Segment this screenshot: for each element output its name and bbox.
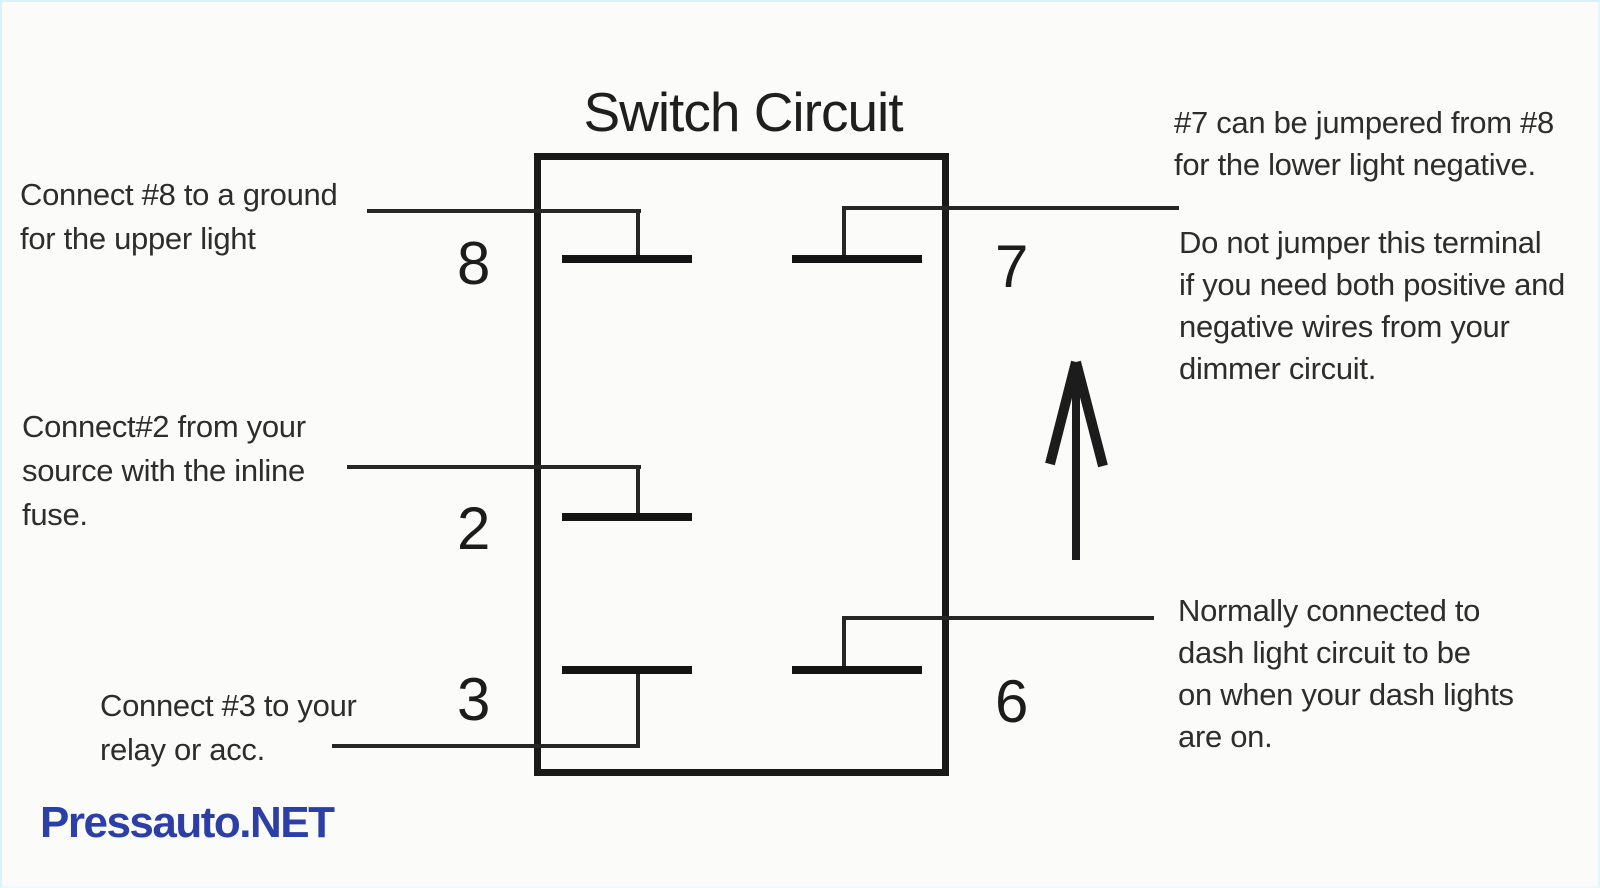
terminal2-label: 2 — [457, 495, 491, 562]
wire-terminal6-lead-vertical — [842, 618, 846, 670]
note-connect-8-ground: Connect #8 to a ground for the upper lig… — [20, 177, 338, 256]
wire-terminal7-lead-vertical — [842, 206, 846, 258]
wire-terminal7-lead-horizontal — [842, 206, 1179, 210]
note-do-not-jumper: Do not jumper this terminal if you need … — [1179, 225, 1565, 386]
note-jumper-7-from-8: #7 can be jumpered from #8 for the lower… — [1174, 105, 1554, 182]
up-arrow-icon — [1045, 360, 1108, 560]
wire-terminal8-lead-horizontal — [367, 209, 641, 213]
note-connect-3-relay: Connect #3 to your relay or acc. — [100, 688, 357, 767]
terminal3-contact-bar — [562, 666, 692, 674]
wire-terminal3-lead-horizontal — [332, 744, 640, 748]
switch-body-outline — [534, 153, 949, 776]
terminal7-contact-bar — [792, 255, 922, 263]
wire-terminal3-lead-vertical — [636, 670, 640, 748]
brand-watermark: Pressauto.NET — [40, 798, 335, 847]
note-dash-light-circuit: Normally connected to dash light circuit… — [1178, 593, 1514, 754]
terminal3-label: 3 — [457, 666, 491, 733]
terminal2-contact-bar — [562, 513, 692, 521]
terminal7-label: 7 — [995, 233, 1029, 300]
terminal8-contact-bar — [562, 255, 692, 263]
wire-terminal2-lead-vertical — [636, 465, 640, 516]
diagram-title: Switch Circuit — [583, 81, 903, 143]
terminal6-label: 6 — [995, 668, 1029, 735]
terminal8-label: 8 — [457, 230, 491, 297]
terminal6-contact-bar — [792, 666, 922, 674]
wire-terminal2-lead-horizontal — [347, 465, 641, 469]
note-connect-2-source: Connect#2 from your source with the inli… — [22, 409, 306, 532]
wire-terminal6-lead-horizontal — [842, 616, 1154, 620]
wire-terminal8-lead-vertical — [636, 209, 640, 258]
